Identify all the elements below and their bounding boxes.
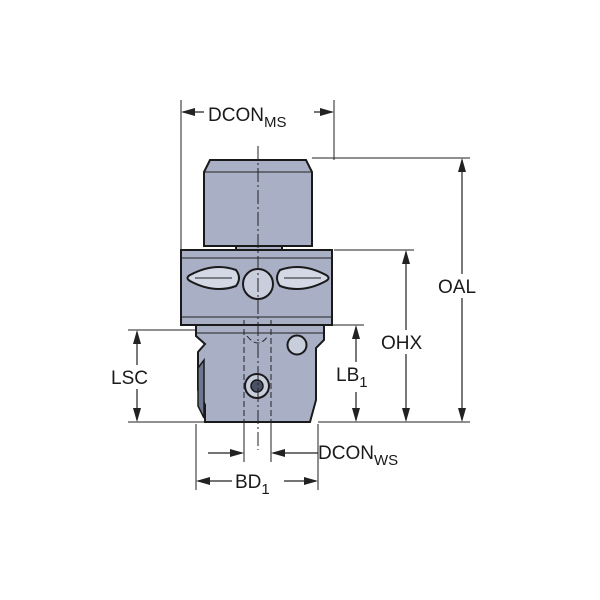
oal-label: OAL <box>438 277 476 298</box>
side-screw <box>286 334 308 356</box>
hidden-bore-curve <box>246 335 269 344</box>
dimension-lb1: LB1 <box>324 324 380 422</box>
bd1-label: BD1 <box>235 472 270 498</box>
dcon-ms-label: DCONMS <box>208 105 286 131</box>
front-screw-socket <box>250 379 264 393</box>
ohx-label: OHX <box>381 333 423 354</box>
dimension-oal: OAL <box>312 157 488 423</box>
dimension-lsc: LSC <box>108 329 205 423</box>
lb1-label: LB1 <box>336 365 368 391</box>
dimension-dcon-ws: DCONWS <box>208 424 398 469</box>
dimension-ohx: OHX <box>334 249 432 422</box>
dimension-bd1: BD1 <box>195 424 319 498</box>
dcon-ws-label: DCONWS <box>318 443 398 469</box>
tool-body <box>180 159 333 440</box>
left-notch <box>197 357 205 419</box>
dimension-dcon-ms: DCONMS <box>180 100 335 250</box>
lsc-label: LSC <box>111 368 148 389</box>
